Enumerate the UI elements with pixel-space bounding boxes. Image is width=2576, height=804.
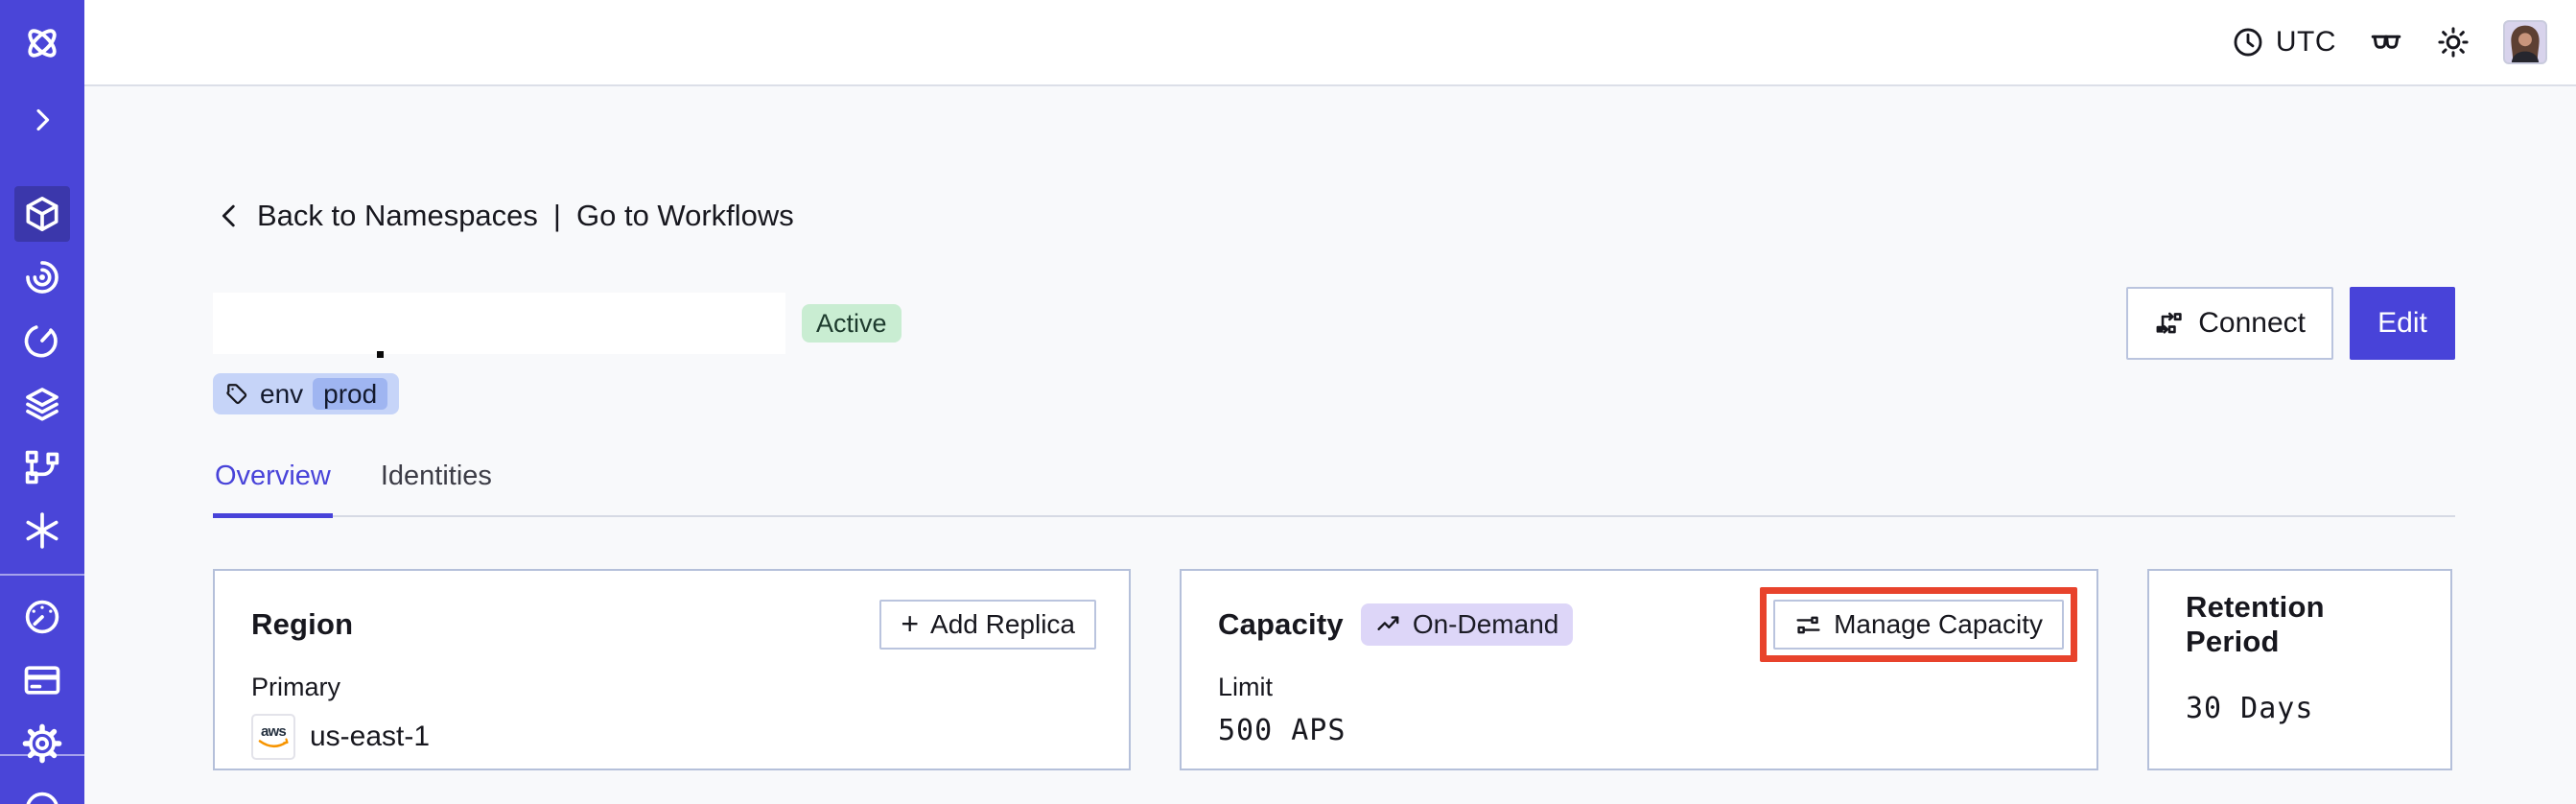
add-replica-button[interactable]: + Add Replica	[879, 600, 1096, 650]
region-value: us-east-1	[310, 721, 431, 752]
tag-icon	[224, 381, 250, 407]
timezone-selector[interactable]: UTC	[2232, 26, 2336, 59]
tag-key-label: env	[260, 378, 304, 409]
namespace-tag: env prod	[213, 373, 400, 414]
theme-sun-icon[interactable]	[2436, 25, 2471, 59]
manage-capacity-button[interactable]: Manage Capacity	[1773, 600, 2064, 650]
sidebar-expand-chevron-icon[interactable]	[14, 92, 70, 148]
sidebar-item-asterisk[interactable]	[14, 503, 70, 558]
topbar: UTC	[84, 0, 2576, 86]
tab-overview[interactable]: Overview	[213, 461, 333, 518]
aws-logo-text: aws	[261, 723, 286, 740]
edit-button[interactable]: Edit	[2350, 287, 2455, 360]
sidebar-item-help-circle[interactable]	[14, 781, 70, 804]
sidebar-item-billing[interactable]	[14, 652, 70, 708]
capacity-card-title: Capacity	[1218, 607, 1344, 641]
trending-up-icon	[1375, 611, 1403, 639]
plus-icon: +	[901, 605, 920, 641]
sliders-icon	[1794, 611, 1822, 639]
connect-button[interactable]: Connect	[2126, 287, 2333, 360]
sidebar-divider	[0, 574, 84, 576]
retention-card-title: Retention Period	[2186, 590, 2325, 658]
breadcrumb-back-link[interactable]: Back to Namespaces	[257, 199, 538, 232]
sidebar-item-nexus[interactable]	[14, 249, 70, 305]
sidebar-item-usage[interactable]	[14, 589, 70, 645]
chevron-left-icon[interactable]	[213, 200, 246, 232]
tab-bar: Overview Identities	[213, 461, 2455, 518]
region-field-label: Primary	[251, 673, 340, 701]
aws-logo: aws	[251, 714, 295, 760]
breadcrumb-workflows-link[interactable]: Go to Workflows	[575, 199, 794, 232]
sidebar-item-namespaces[interactable]	[14, 186, 70, 242]
clock-icon	[2232, 26, 2264, 59]
ondemand-badge-label: On-Demand	[1412, 609, 1559, 639]
sidebar	[0, 0, 84, 804]
breadcrumb: Back to Namespaces | Go to Workflows	[213, 194, 2455, 238]
redaction-artifact-dot	[377, 351, 384, 358]
tag-row: env prod	[213, 373, 2455, 414]
temporal-logo-icon[interactable]	[14, 15, 70, 71]
tag-value-pill: prod	[313, 378, 388, 410]
namespace-name-redacted	[213, 293, 785, 358]
annotation-highlight-box: Manage Capacity	[1760, 587, 2077, 662]
retention-value: 30 Days	[2186, 692, 2314, 725]
status-badge: Active	[802, 304, 902, 343]
user-avatar[interactable]	[2503, 20, 2547, 64]
region-card-title: Region	[251, 607, 354, 641]
timezone-label: UTC	[2275, 26, 2336, 58]
ondemand-badge: On-Demand	[1360, 603, 1574, 646]
namespace-title-row: Active Connect Edit	[213, 286, 2455, 361]
retention-card: Retention Period 30 Days	[2147, 569, 2452, 770]
manage-capacity-label: Manage Capacity	[1834, 609, 2043, 639]
breadcrumb-separator: |	[552, 199, 561, 232]
capacity-field-label: Limit	[1218, 673, 1274, 701]
sidebar-divider	[0, 754, 84, 756]
capacity-value: 500 APS	[1218, 714, 1347, 747]
connect-flow-icon	[2154, 309, 2184, 339]
sidebar-item-deployments[interactable]	[14, 439, 70, 495]
sidebar-item-settings[interactable]	[14, 716, 70, 771]
summary-cards: Region + Add Replica Primary aws us-east…	[213, 569, 2455, 770]
add-replica-label: Add Replica	[930, 609, 1075, 639]
sidebar-item-schedules[interactable]	[14, 313, 70, 368]
region-card: Region + Add Replica Primary aws us-east…	[213, 569, 1131, 770]
main-content: Back to Namespaces | Go to Workflows Act…	[84, 88, 2576, 770]
connect-button-label: Connect	[2198, 307, 2306, 339]
labs-glasses-icon[interactable]	[2369, 25, 2403, 59]
tab-identities[interactable]: Identities	[380, 461, 492, 491]
sidebar-item-stack[interactable]	[14, 376, 70, 432]
capacity-card: Capacity On-Demand	[1180, 569, 2098, 770]
